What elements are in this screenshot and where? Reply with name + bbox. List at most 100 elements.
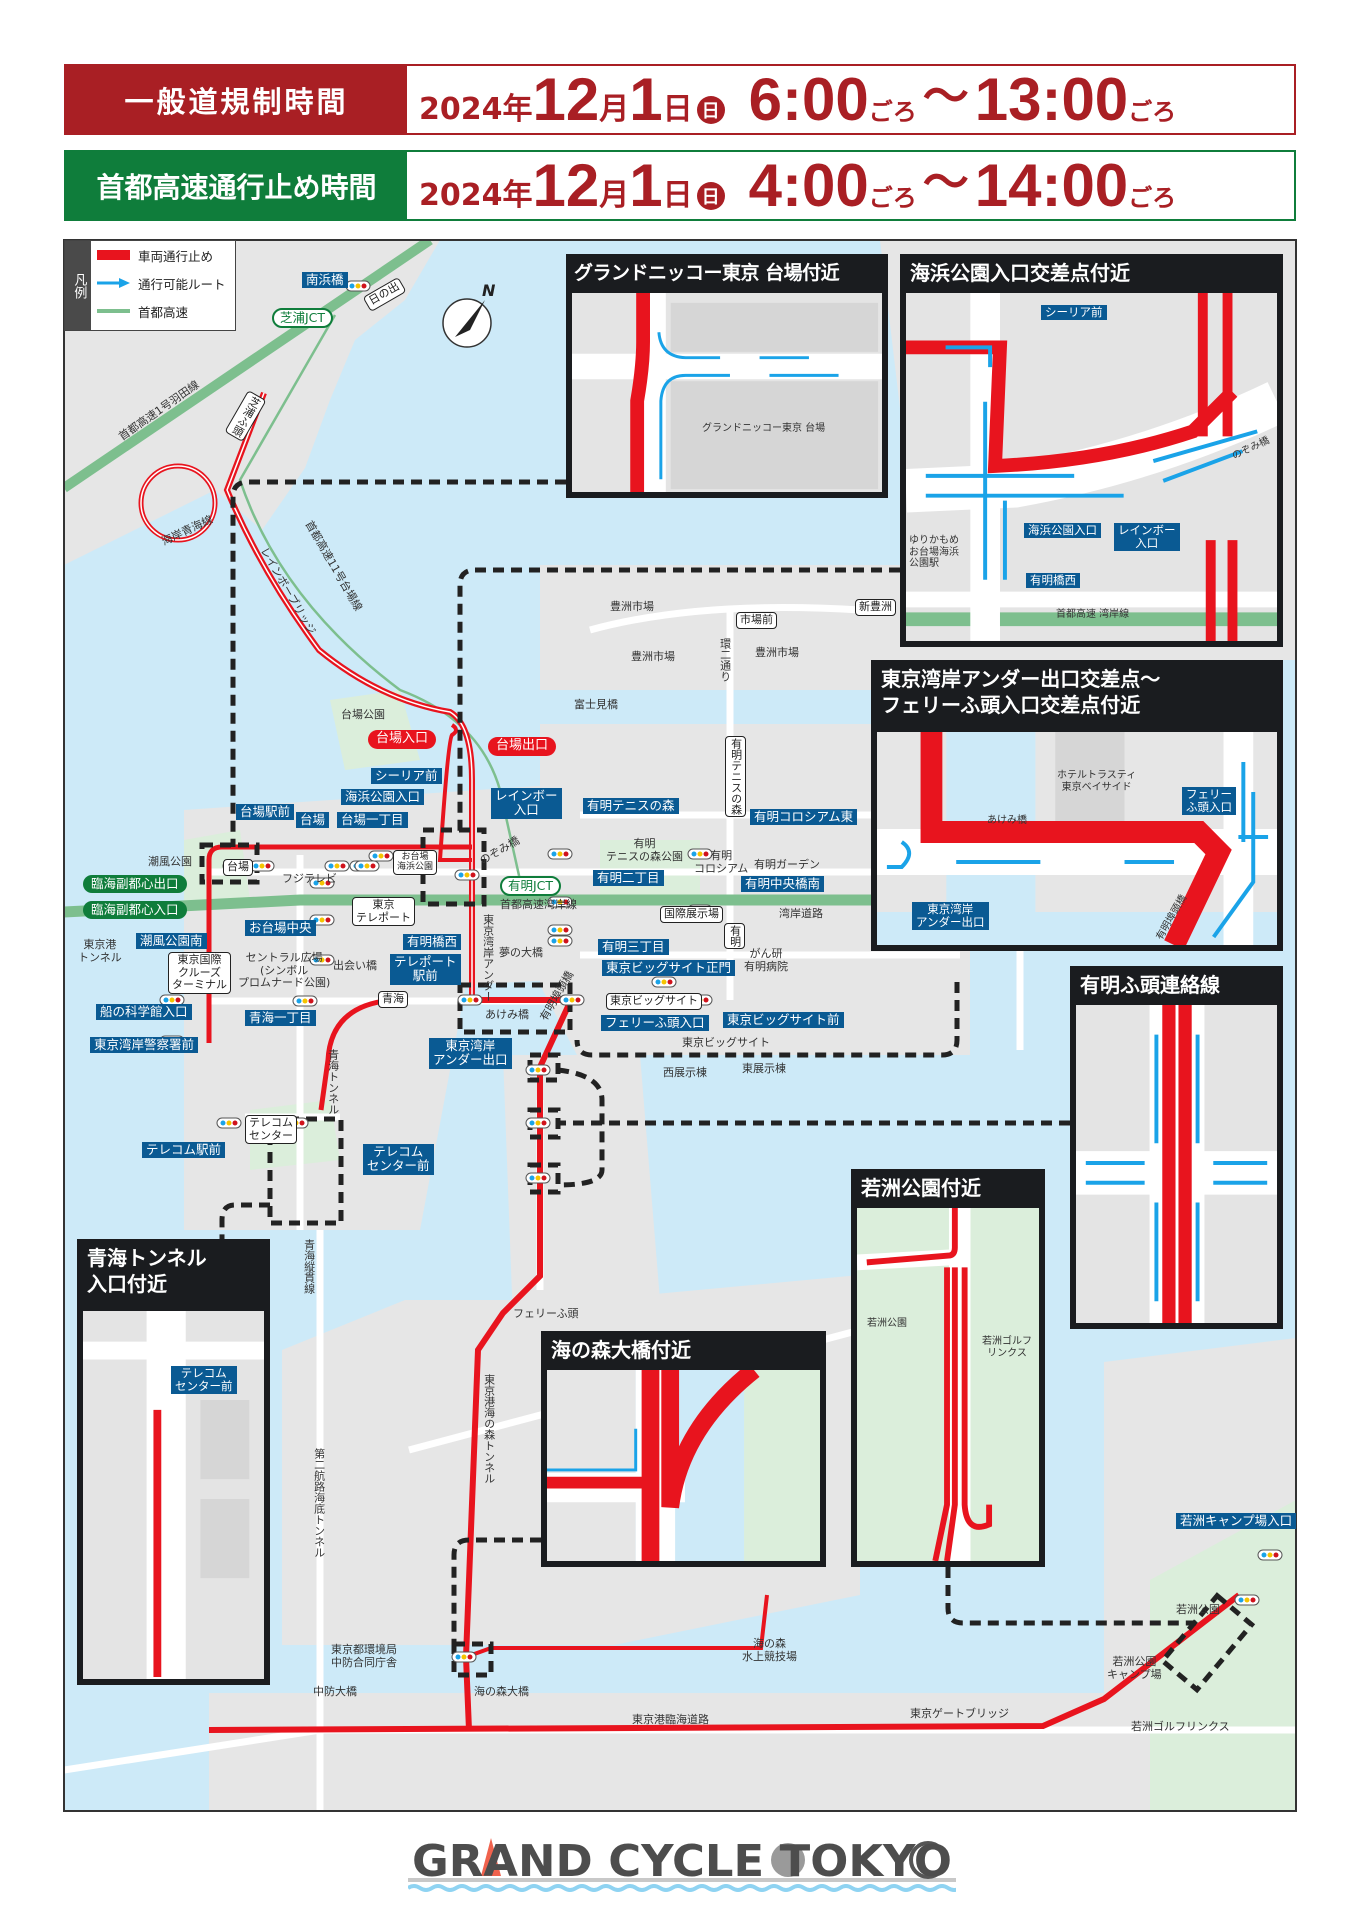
inset-map <box>547 1370 820 1561</box>
inset-map <box>1076 1005 1277 1323</box>
approx: ごろ <box>868 98 917 126</box>
traffic-signal-icon <box>687 904 713 916</box>
inset-map: シーリア前 海浜公園入口 レインボー 入口 有明橋西 ゆりかもめ お台場海浜 公… <box>906 293 1277 641</box>
traffic-signal-icon <box>159 901 185 913</box>
end-time: 13:00 <box>974 66 1129 133</box>
year: 2024 <box>419 92 503 127</box>
traffic-signal-icon <box>651 976 677 988</box>
place-label: ホテルトラスティ 東京ベイサイド <box>1057 770 1137 793</box>
inset-wangan-under[interactable]: 東京湾岸アンダー出口交差点〜 フェリーふ頭入口交差点付近 ホテルトラスティ 東京… <box>871 660 1283 951</box>
place-label: あけみ橋 <box>987 815 1027 826</box>
traffic-signal-icon <box>1257 1549 1283 1561</box>
compass-icon <box>442 298 492 348</box>
place-label: 若洲公園 <box>867 1318 907 1329</box>
traffic-signal-icon <box>345 280 371 292</box>
month: 12 <box>532 66 600 133</box>
inset-ariake-futo[interactable]: 有明ふ頭連絡線 <box>1070 966 1283 1329</box>
inset-map: テレコム センター前 <box>83 1311 264 1679</box>
map-frame <box>63 239 1297 1812</box>
stop-label: レインボー 入口 <box>1114 523 1180 552</box>
stop-label: シーリア前 <box>1041 305 1107 321</box>
traffic-signal-icon <box>309 954 335 966</box>
legend: 凡例 車両通行止め 通行可能ルート 首都高速 <box>64 240 236 331</box>
place-label: 首都高速 湾岸線 <box>1056 609 1130 620</box>
weekday-badge: 日 <box>696 96 725 124</box>
month-unit: 月 <box>599 178 630 213</box>
traffic-signal-icon <box>159 994 185 1006</box>
start-time: 6:00 <box>748 66 869 133</box>
inset-map: グランドニッコー東京 台場 <box>572 293 882 492</box>
legend-item-expressway: 首都高速 <box>91 297 226 325</box>
traffic-signal-icon <box>324 860 350 872</box>
traffic-signal-icon <box>354 860 380 872</box>
legend-title-text: 凡例 <box>71 272 87 299</box>
year-unit: 年 <box>502 92 533 127</box>
traffic-signal-icon <box>547 896 573 908</box>
chainring-icon <box>771 1843 805 1877</box>
traffic-signal-icon <box>559 994 585 1006</box>
traffic-signal-icon <box>1234 1594 1260 1606</box>
legend-label: 車両通行止め <box>138 248 214 264</box>
inset-wakasu-koen[interactable]: 若洲公園付近 若洲公園 若洲ゴルフ リンクス <box>851 1169 1045 1567</box>
inset-grand-nikko[interactable]: グランドニッコー東京 台場付近 グランドニッコー東京 台場 <box>566 254 888 498</box>
month-unit: 月 <box>599 92 630 127</box>
month: 12 <box>532 152 600 219</box>
traffic-signal-icon <box>687 994 713 1006</box>
inset-kaihin-koen[interactable]: 海浜公園入口交差点付近 シーリア前 海浜公園入口 レインボー 入口 有明橋西 ゆ… <box>900 254 1283 647</box>
traffic-signal-icon <box>547 935 573 947</box>
day: 1 <box>629 66 663 133</box>
start-time: 4:00 <box>748 152 869 219</box>
daiba-expressway <box>238 314 522 881</box>
day-unit: 日 <box>662 92 693 127</box>
traffic-signal-icon <box>309 914 335 926</box>
end-time: 14:00 <box>974 152 1129 219</box>
traffic-signal-icon <box>451 1651 477 1663</box>
traffic-signal-icon <box>159 1035 185 1047</box>
approx: ごろ <box>1128 98 1177 126</box>
stop-label: 海浜公園入口 <box>1024 523 1101 539</box>
inset-uminomori-bridge[interactable]: 海の森大橋付近 <box>541 1331 826 1567</box>
inset-title: 若洲公園付近 <box>861 1176 981 1200</box>
green-swatch <box>97 309 130 313</box>
place-label: ゆりかもめ お台場海浜 公園駅 <box>909 535 959 569</box>
traffic-signal-icon <box>292 995 318 1007</box>
legend-label: 通行可能ルート <box>138 276 226 292</box>
traffic-signal-icon <box>687 848 713 860</box>
legend-label: 首都高速 <box>138 304 189 320</box>
inset-title: グランドニッコー東京 台場付近 <box>574 262 840 284</box>
tokyo-tower-icon <box>481 1838 501 1876</box>
legend-item-closed: 車両通行止め <box>91 241 226 269</box>
traffic-signal-icon <box>525 1064 551 1076</box>
day: 1 <box>629 152 663 219</box>
inset-title: 東京湾岸アンダー出口交差点〜 フェリーふ頭入口交差点付近 <box>881 667 1161 717</box>
traffic-signal-icon <box>454 869 480 881</box>
blue-arrow-icon <box>97 276 130 291</box>
row-label: 一般道規制時間 <box>66 66 407 133</box>
year: 2024 <box>419 178 503 213</box>
inset-title: 青海トンネル 入口付近 <box>87 1246 207 1296</box>
traffic-signal-icon <box>368 850 394 862</box>
legend-item-passable: 通行可能ルート <box>91 269 226 297</box>
stop-label: テレコム センター前 <box>171 1366 237 1395</box>
traffic-signal-icon <box>283 1117 309 1129</box>
place-label: 若洲ゴルフ リンクス <box>982 1336 1032 1359</box>
stop-label: 東京湾岸 アンダー出口 <box>912 902 989 931</box>
traffic-signal-icon <box>525 1172 551 1184</box>
grand-cycle-tokyo-logo: GRAND CYCLE TOKYO <box>408 1836 956 1892</box>
traffic-signal-icon <box>309 877 335 889</box>
row-label: 首都高速通行止め時間 <box>66 152 407 219</box>
traffic-signal-icon <box>547 924 573 936</box>
tilde: 〜 <box>922 69 969 123</box>
inset-title: 海浜公園入口交差点付近 <box>910 261 1130 285</box>
tilde: 〜 <box>922 155 969 209</box>
inset-title: 有明ふ頭連絡線 <box>1080 973 1220 997</box>
day-unit: 日 <box>662 178 693 213</box>
approx: ごろ <box>868 184 917 212</box>
inset-aomi-tunnel[interactable]: 青海トンネル 入口付近 テレコム センター前 <box>77 1239 270 1685</box>
traffic-signal-icon <box>547 848 573 860</box>
year-unit: 年 <box>502 178 533 213</box>
traffic-signal-icon <box>222 860 248 872</box>
